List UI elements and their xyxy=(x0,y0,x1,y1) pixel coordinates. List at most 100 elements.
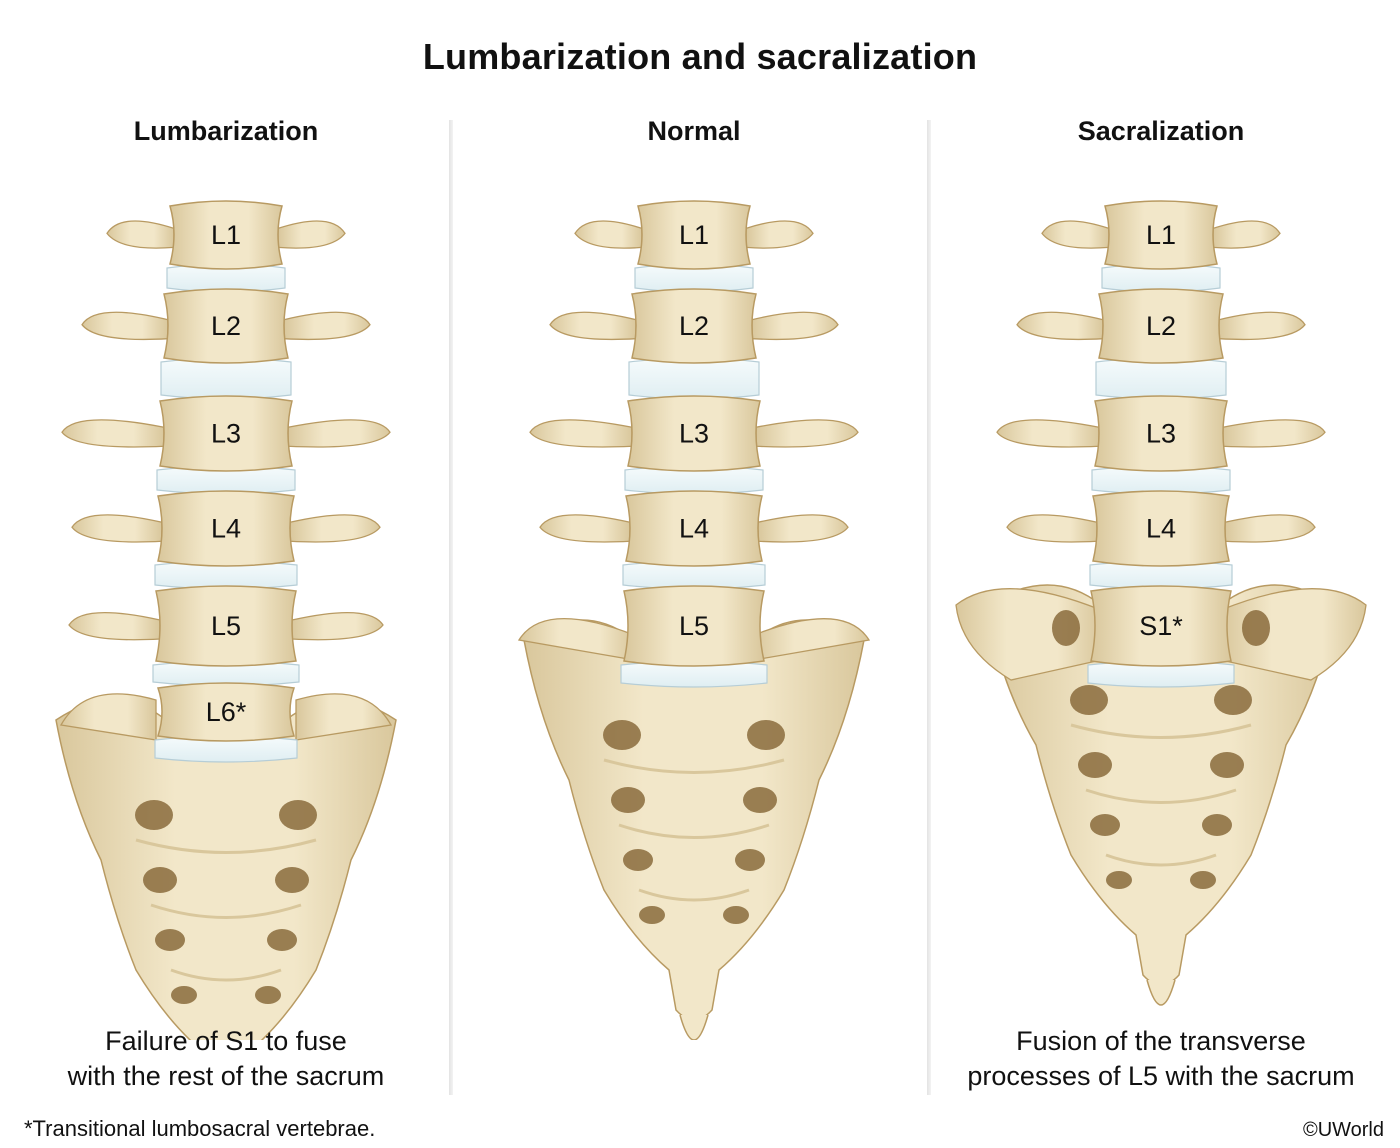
vertebra: L3 xyxy=(996,395,1326,472)
vertebra: L2 xyxy=(549,288,839,364)
vertebral-body xyxy=(625,490,763,567)
sacral-foramen xyxy=(1214,685,1252,715)
sacral-ala-right xyxy=(753,618,871,661)
vertebra: L1 xyxy=(1041,200,1281,270)
vertebra-label: L4 xyxy=(1146,514,1176,544)
panel-caption: Fusion of the transverse processes of L5… xyxy=(921,1024,1400,1094)
intervertebral-disc xyxy=(628,357,760,400)
vertebral-body xyxy=(163,288,289,364)
caption-line: Fusion of the transverse xyxy=(1016,1026,1306,1056)
vertebra: L3 xyxy=(61,395,391,472)
transverse-process-left xyxy=(1041,220,1110,249)
sacral-foramen xyxy=(255,986,281,1004)
transverse-process-right xyxy=(1222,419,1326,448)
vertebra: L1 xyxy=(106,200,346,270)
sacral-foramen xyxy=(735,849,765,871)
sacral-foramen xyxy=(743,787,777,813)
transverse-process-left xyxy=(574,220,643,249)
vertebra: L4 xyxy=(539,490,849,567)
sacral-foramen xyxy=(143,867,177,893)
vertebra-label: L5 xyxy=(211,611,241,641)
transverse-process-right xyxy=(1224,514,1316,543)
vertebra-label: L2 xyxy=(1146,311,1176,341)
vertebral-body xyxy=(1098,288,1224,364)
vertebra-label: L1 xyxy=(211,220,241,250)
figure-title: Lumbarization and sacralization xyxy=(422,36,978,77)
vertebra: L4 xyxy=(1006,490,1316,567)
transverse-process-left xyxy=(1006,514,1098,543)
panel-heading: Lumbarization xyxy=(133,116,319,146)
transverse-process-right xyxy=(289,514,381,543)
sacral-foramen xyxy=(723,906,749,924)
sacral-foramen xyxy=(639,906,665,924)
vertebra-label: L2 xyxy=(211,311,241,341)
panel-caption: Failure of S1 to fuse with the rest of t… xyxy=(0,1024,466,1094)
sacral-ala-left xyxy=(517,618,635,661)
vertebra-label: L2 xyxy=(679,311,709,341)
coccyx xyxy=(1146,979,1176,1006)
sacral-foramen xyxy=(1078,752,1112,778)
footnote: *Transitional lumbosacral vertebrae. xyxy=(24,1116,376,1141)
vertebra-label: L1 xyxy=(1146,220,1176,250)
sacral-foramen xyxy=(1090,814,1120,836)
vertebra: L5 xyxy=(68,585,384,667)
coccyx xyxy=(679,1014,709,1040)
vertebra: S1* xyxy=(1090,585,1232,667)
vertebra-label: L3 xyxy=(679,419,709,449)
vertebra-label: L3 xyxy=(1146,419,1176,449)
sacrum xyxy=(985,584,1337,1006)
sacral-foramen xyxy=(603,720,641,750)
sacral-foramen xyxy=(1070,685,1108,715)
panel-divider-right xyxy=(927,120,931,1095)
vertebra-label: L6* xyxy=(206,697,247,727)
vertebral-body xyxy=(157,490,295,567)
sacral-ala-right xyxy=(295,693,393,741)
sacral-foramen xyxy=(623,849,653,871)
vertebra: L6* xyxy=(156,682,296,742)
vertebral-body xyxy=(631,288,757,364)
sacral-foramen xyxy=(155,929,185,951)
vertebral-body xyxy=(1094,395,1228,472)
vertebra-label: L3 xyxy=(211,419,241,449)
copyright-credit: ©UWorld xyxy=(1302,1119,1384,1141)
vertebral-body xyxy=(159,395,293,472)
vertebra-label: L4 xyxy=(679,514,709,544)
panel-heading: Sacralization xyxy=(1077,116,1245,146)
transverse-process-right xyxy=(283,311,371,341)
sacral-foramen xyxy=(1190,871,1216,889)
panel-divider-left xyxy=(449,120,453,1095)
transverse-process-right xyxy=(1218,311,1306,341)
intervertebral-disc xyxy=(1095,357,1227,400)
vertebral-body xyxy=(1090,585,1232,667)
transverse-process-right xyxy=(1212,220,1281,249)
sacral-foramen xyxy=(1210,752,1244,778)
transverse-process-left xyxy=(61,419,165,448)
vertebral-body xyxy=(623,585,765,667)
caption-line: Failure of S1 to fuse xyxy=(105,1026,347,1056)
intervertebral-disc xyxy=(160,357,292,400)
caption-line: with the rest of the sacrum xyxy=(67,1061,385,1091)
sacral-foramen xyxy=(267,929,297,951)
transverse-process-left xyxy=(106,220,175,249)
vertebra-label: L4 xyxy=(211,514,241,544)
vertebral-body xyxy=(156,682,296,742)
sacral-foramen xyxy=(279,800,317,830)
transverse-process-left xyxy=(539,514,631,543)
sacral-ala-left xyxy=(59,693,157,741)
vertebra-label: S1* xyxy=(1139,611,1183,641)
vertebral-body xyxy=(155,585,297,667)
vertebral-body xyxy=(637,200,751,270)
sacral-foramen xyxy=(1106,871,1132,889)
transverse-process-left xyxy=(549,311,637,341)
vertebra: L2 xyxy=(81,288,371,364)
transverse-process-left xyxy=(68,611,161,641)
vertebra: L5 xyxy=(623,585,765,667)
vertebral-body xyxy=(1104,200,1218,270)
vertebral-body xyxy=(627,395,761,472)
transverse-process-right xyxy=(755,419,859,448)
